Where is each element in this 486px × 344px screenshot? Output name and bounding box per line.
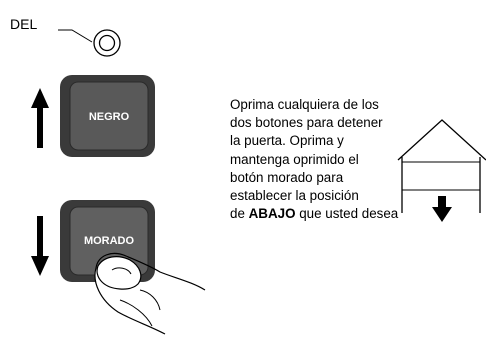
instruction-suffix: que usted desea [295, 206, 399, 222]
instruction-line: establecer la posición [230, 188, 359, 204]
morado-button-label: MORADO [84, 235, 135, 247]
instruction-line: dos botones para detener [230, 115, 383, 131]
negro-button[interactable]: NEGRO [60, 75, 155, 157]
negro-button-label: NEGRO [89, 111, 130, 123]
instruction-bold: ABAJO [248, 206, 296, 222]
garage-door-down-icon [397, 119, 486, 222]
instruction-line-last: de ABAJO que usted desea [230, 205, 470, 223]
instruction-line: la puerta. Oprima y [230, 133, 344, 149]
instruction-line: mantenga oprimido el [230, 151, 359, 167]
instructions-text: Oprima cualquiera de los dos botones par… [230, 96, 470, 223]
arrow-up-icon [31, 88, 49, 148]
finger-pressing-icon [94, 252, 206, 335]
instruction-prefix: de [230, 206, 249, 222]
arrow-down-icon [31, 216, 49, 276]
instruction-line: Oprima cualquiera de los [230, 97, 379, 112]
instruction-line: botón morado para [230, 169, 344, 185]
led-label: DEL [10, 16, 38, 32]
led-indicator-icon [58, 29, 121, 57]
